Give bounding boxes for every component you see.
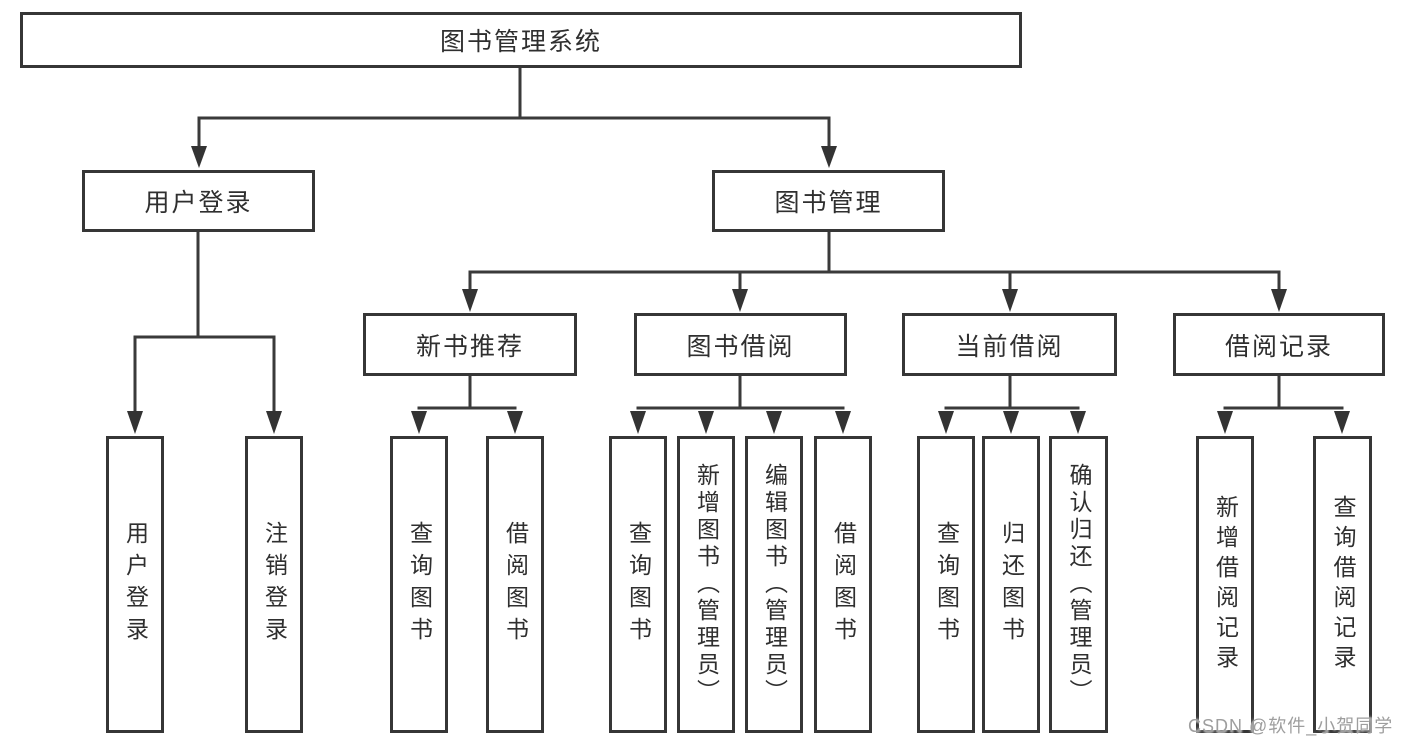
node-label: 用户登录 [122, 520, 149, 649]
node-label: 查询图书 [625, 520, 652, 649]
node-label: 新增借阅记录 [1212, 494, 1239, 675]
leaf-add-borrow-record: 新增借阅记录 [1196, 436, 1254, 733]
node-label: 注销登录 [261, 520, 288, 649]
node-label: 确认归还（管理员） [1066, 463, 1092, 706]
node-label: 当前借阅 [955, 332, 1064, 361]
node-label: 新增图书（管理员） [693, 463, 720, 706]
node-library-management-system: 图书管理系统 [20, 12, 1022, 68]
leaf-query-books-current: 查询图书 [917, 436, 975, 733]
node-label: 图书管理系统 [439, 28, 602, 56]
leaf-borrow-books-recommend: 借阅图书 [486, 436, 544, 733]
leaf-query-books-borrowing: 查询图书 [609, 436, 667, 733]
leaf-logout-login: 注销登录 [245, 436, 303, 733]
node-label: 借阅图书 [502, 520, 529, 649]
leaf-confirm-return-admin: 确认归还（管理员） [1049, 436, 1108, 733]
node-label: 新书推荐 [415, 332, 524, 361]
node-label: 查询图书 [933, 520, 960, 649]
leaf-return-books: 归还图书 [982, 436, 1040, 733]
node-current-borrowing: 当前借阅 [902, 313, 1117, 376]
node-borrowing-records: 借阅记录 [1173, 313, 1385, 376]
leaf-borrow-books: 借阅图书 [814, 436, 872, 733]
node-book-borrowing: 图书借阅 [634, 313, 847, 376]
node-label: 查询图书 [406, 520, 433, 649]
leaf-query-borrow-record: 查询借阅记录 [1313, 436, 1372, 733]
node-label: 借阅图书 [830, 520, 857, 649]
leaf-user-login: 用户登录 [106, 436, 164, 733]
leaf-query-books-recommend: 查询图书 [390, 436, 448, 733]
node-label: 借阅记录 [1224, 332, 1333, 361]
node-label: 查询借阅记录 [1330, 494, 1356, 675]
node-label: 用户登录 [144, 189, 253, 217]
node-new-book-recommend: 新书推荐 [363, 313, 577, 376]
node-label: 编辑图书（管理员） [761, 463, 788, 706]
leaf-add-books-admin: 新增图书（管理员） [677, 436, 735, 733]
node-user-login: 用户登录 [82, 170, 315, 232]
node-label: 归还图书 [998, 520, 1025, 649]
csdn-watermark: CSDN @软件_小贺同学 [1188, 716, 1394, 736]
node-label: 图书借阅 [686, 332, 795, 361]
node-label: 图书管理 [774, 189, 883, 217]
leaf-edit-books-admin: 编辑图书（管理员） [745, 436, 803, 733]
node-book-management: 图书管理 [712, 170, 945, 232]
